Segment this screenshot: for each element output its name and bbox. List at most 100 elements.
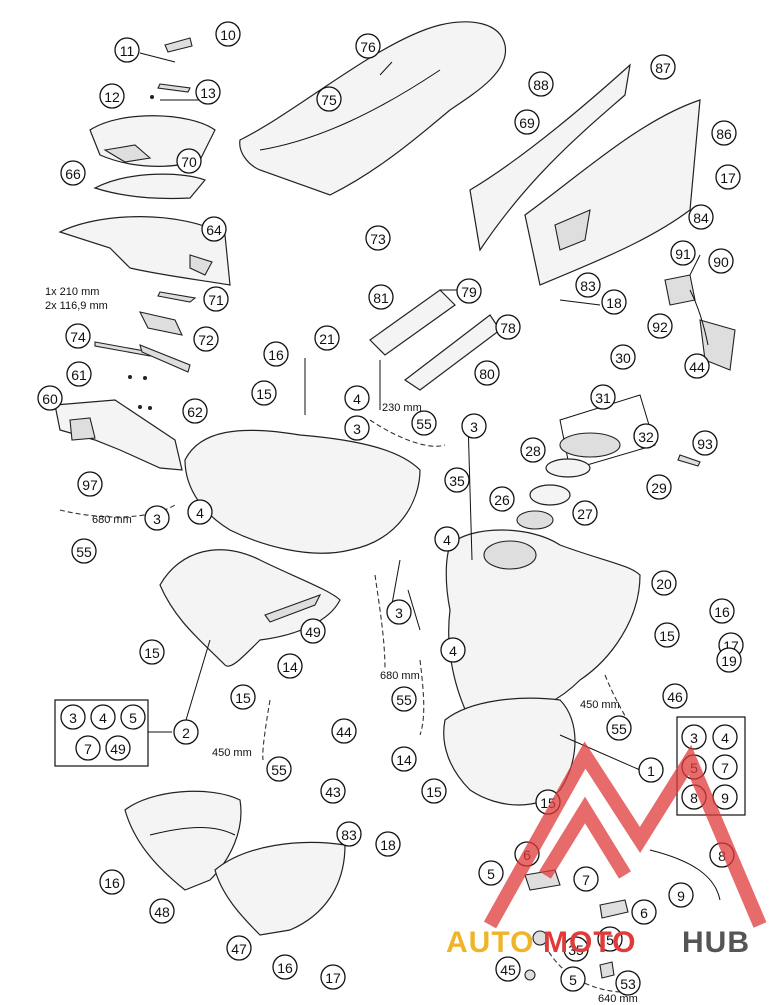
callout-84: 84 <box>688 204 714 230</box>
callout-number: 11 <box>120 43 135 59</box>
callout-5: 5 <box>560 966 586 992</box>
callout-number: 16 <box>714 604 730 620</box>
callout-15: 15 <box>139 639 165 665</box>
callout-number: 3 <box>353 421 361 437</box>
lower-shrouds <box>124 790 346 936</box>
callout-3: 3 <box>386 599 412 625</box>
callout-number: 83 <box>580 278 596 294</box>
callout-18: 18 <box>601 289 627 315</box>
callout-48: 48 <box>149 898 175 924</box>
callout-number: 1 <box>647 763 655 779</box>
callout-20: 20 <box>651 570 677 596</box>
callout-number: 19 <box>721 653 737 669</box>
callout-3: 3 <box>461 413 487 439</box>
callout-92: 92 <box>647 313 673 339</box>
fuel-filter-parts <box>664 274 736 371</box>
callout-number: 83 <box>341 827 357 843</box>
callout-32: 32 <box>633 423 659 449</box>
callout-number: 15 <box>426 784 442 800</box>
callout-number: 76 <box>360 39 376 55</box>
callout-44: 44 <box>331 718 357 744</box>
callout-31: 31 <box>590 384 616 410</box>
callout-number: 20 <box>656 576 672 592</box>
callout-97: 97 <box>77 471 103 497</box>
callout-number: 55 <box>76 544 92 560</box>
callout-27: 27 <box>572 500 598 526</box>
callout-number: 71 <box>208 292 224 308</box>
callout-12: 12 <box>99 83 125 109</box>
svg-text:3: 3 <box>690 730 698 746</box>
callout-number: 74 <box>70 329 86 345</box>
callout-number: 12 <box>104 89 120 105</box>
callout-28: 28 <box>520 437 546 463</box>
callout-26: 26 <box>489 486 515 512</box>
watermark-auto-text: AUTO <box>446 926 534 959</box>
callout-number: 55 <box>416 416 432 432</box>
callout-55: 55 <box>606 715 632 741</box>
callout-number: 28 <box>525 443 541 459</box>
kit-left-3: 3 <box>60 704 86 730</box>
callout-17: 17 <box>715 164 741 190</box>
callout-number: 91 <box>675 246 691 262</box>
callout-14: 14 <box>277 653 303 679</box>
callout-62: 62 <box>182 398 208 424</box>
wiring-bits <box>94 291 197 410</box>
callout-2: 2 <box>173 719 199 745</box>
callout-number: 73 <box>370 231 386 247</box>
callout-15: 15 <box>251 380 277 406</box>
callout-number: 88 <box>533 77 549 93</box>
callout-16: 16 <box>709 598 735 624</box>
callout-number: 18 <box>380 837 396 853</box>
callout-number: 29 <box>651 480 667 496</box>
callout-90: 90 <box>708 248 734 274</box>
callout-number: 2 <box>182 725 190 741</box>
callout-number: 31 <box>595 390 611 406</box>
callout-number: 7 <box>582 872 590 888</box>
callout-72: 72 <box>193 326 219 352</box>
callout-21: 21 <box>314 325 340 351</box>
kit-right-3: 3 <box>681 724 707 750</box>
fuel-pump-parts <box>516 394 701 530</box>
svg-text:4: 4 <box>99 710 107 726</box>
callout-number: 97 <box>82 477 98 493</box>
spec-text-1: 1x 210 mm <box>45 286 99 298</box>
callout-55: 55 <box>266 756 292 782</box>
callout-15: 15 <box>421 778 447 804</box>
callout-number: 45 <box>500 962 516 978</box>
fuel-tank-right <box>443 529 641 806</box>
callout-4: 4 <box>187 499 213 525</box>
hose-length-450-a: 450 mm <box>580 699 620 711</box>
svg-text:7: 7 <box>84 741 92 757</box>
callout-number: 8 <box>718 848 726 864</box>
callout-3: 3 <box>144 505 170 531</box>
callout-number: 15 <box>256 386 272 402</box>
callout-88: 88 <box>528 71 554 97</box>
front-fairing-parts <box>58 115 231 286</box>
callout-number: 69 <box>519 115 535 131</box>
callout-number: 4 <box>196 505 204 521</box>
callout-5: 5 <box>597 926 623 952</box>
hose-length-680-b: 680 mm <box>380 670 420 682</box>
callout-number: 35 <box>568 942 584 958</box>
watermark-moto-text: MOTO <box>543 926 636 959</box>
callout-55: 55 <box>391 686 417 712</box>
callout-87: 87 <box>650 54 676 80</box>
callout-55: 55 <box>71 538 97 564</box>
callout-number: 16 <box>277 960 293 976</box>
callout-61: 61 <box>66 361 92 387</box>
svg-text:49: 49 <box>110 741 126 757</box>
callout-9: 9 <box>668 882 694 908</box>
callout-1: 1 <box>638 757 664 783</box>
callout-4: 4 <box>440 637 466 663</box>
airbox-part <box>54 399 183 471</box>
callout-number: 80 <box>479 366 495 382</box>
callout-number: 48 <box>154 904 170 920</box>
callout-71: 71 <box>203 286 229 312</box>
svg-text:9: 9 <box>721 790 729 806</box>
callout-number: 5 <box>487 866 495 882</box>
callout-number: 3 <box>470 419 478 435</box>
callout-64: 64 <box>201 216 227 242</box>
callout-number: 64 <box>206 222 222 238</box>
callout-35: 35 <box>444 467 470 493</box>
